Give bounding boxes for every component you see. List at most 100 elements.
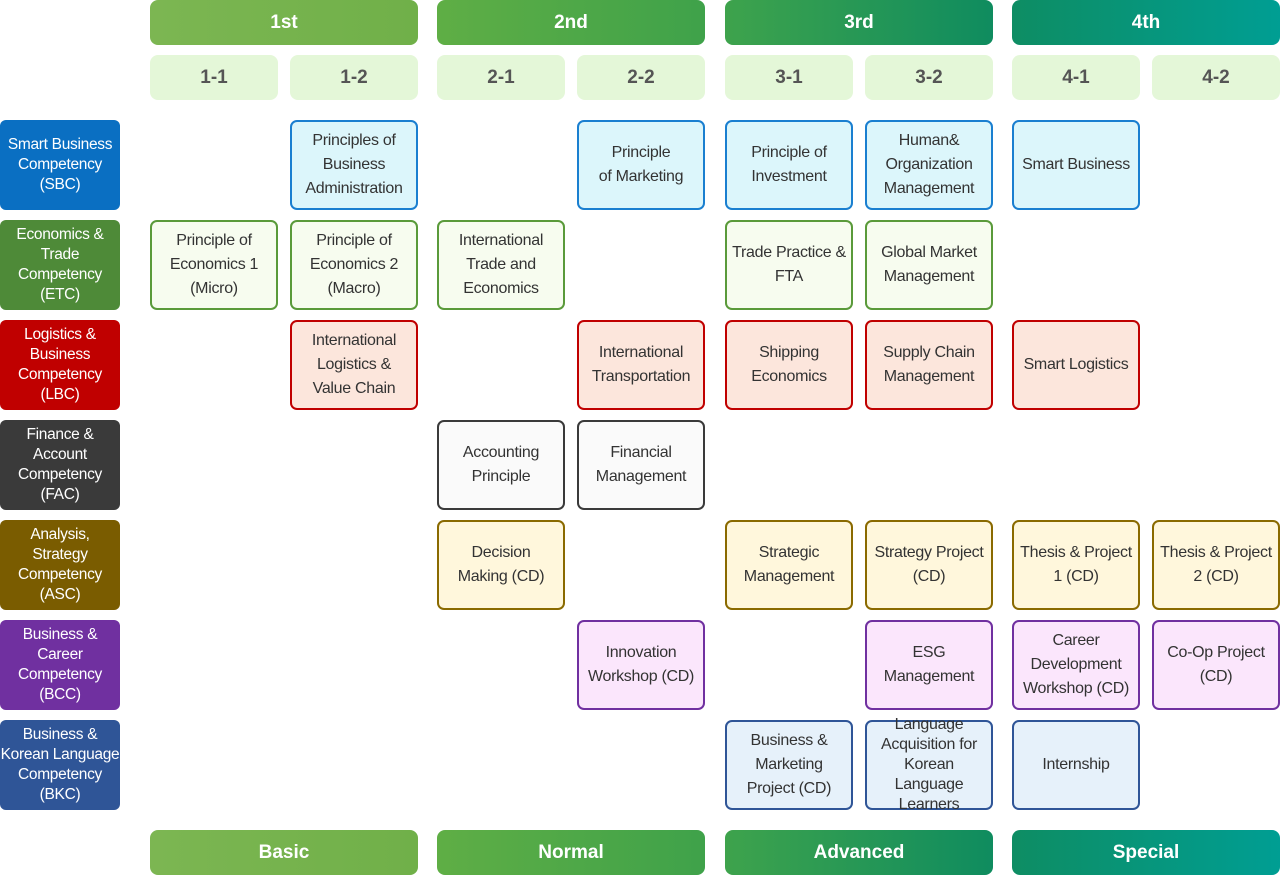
course-card[interactable]: Language Acquisition for Korean Language… bbox=[865, 716, 993, 813]
course-card[interactable]: Internship bbox=[1012, 720, 1140, 810]
course-card[interactable]: Financial Management bbox=[577, 420, 705, 510]
course-card-label: Career Development Workshop (CD) bbox=[1022, 632, 1130, 697]
course-card-label: International Logistics & Value Chain bbox=[311, 332, 397, 397]
course-card-label: Accounting Principle bbox=[462, 444, 540, 485]
year-header-3: 3rd bbox=[725, 0, 993, 45]
course-card-label: Thesis & Project 2 (CD) bbox=[1160, 544, 1272, 585]
course-card-label: Human& Organization Management bbox=[883, 132, 975, 197]
course-card[interactable]: Shipping Economics bbox=[725, 320, 853, 410]
semester-header-3-1: 3-1 bbox=[725, 55, 853, 100]
course-card[interactable]: International Transportation bbox=[577, 320, 705, 410]
semester-header-1-2: 1-2 bbox=[290, 55, 418, 100]
course-card[interactable]: Thesis & Project 1 (CD) bbox=[1012, 520, 1140, 610]
course-card[interactable]: Thesis & Project 2 (CD) bbox=[1152, 520, 1280, 610]
semester-header-4-1-label: 4-1 bbox=[1062, 66, 1090, 88]
course-card[interactable]: Co-Op Project (CD) bbox=[1152, 620, 1280, 710]
course-card[interactable]: Global Market Management bbox=[865, 220, 993, 310]
semester-header-3-2: 3-2 bbox=[865, 55, 993, 100]
year-header-2: 2nd bbox=[437, 0, 705, 45]
semester-header-4-1: 4-1 bbox=[1012, 55, 1140, 100]
level-label-advanced-label: Advanced bbox=[813, 841, 905, 863]
course-card[interactable]: International Trade and Economics bbox=[437, 220, 565, 310]
course-card-label: Innovation Workshop (CD) bbox=[587, 644, 695, 685]
competency-label-1: Smart Business Competency (SBC) bbox=[0, 120, 120, 210]
course-card-label: Decision Making (CD) bbox=[457, 544, 545, 585]
competency-label-5-label: Analysis, Strategy Competency (ASC) bbox=[17, 526, 102, 603]
competency-label-7: Business & Korean Language Competency (B… bbox=[0, 720, 120, 810]
course-card[interactable]: Principle of Investment bbox=[725, 120, 853, 210]
semester-header-2-2: 2-2 bbox=[577, 55, 705, 100]
course-card[interactable]: Supply Chain Management bbox=[865, 320, 993, 410]
year-header-4-label: 4th bbox=[1131, 11, 1161, 33]
competency-label-1-label: Smart Business Competency (SBC) bbox=[7, 136, 113, 193]
semester-header-4-2-label: 4-2 bbox=[1202, 66, 1230, 88]
course-card-label: Global Market Management bbox=[881, 244, 977, 285]
course-card-label: Language Acquisition for Korean Language… bbox=[881, 716, 977, 813]
level-label-normal: Normal bbox=[437, 830, 705, 875]
competency-label-6-label: Business & Career Competency (BCC) bbox=[17, 626, 102, 703]
competency-label-2: Economics & Trade Competency (ETC) bbox=[0, 220, 120, 310]
semester-header-1-2-label: 1-2 bbox=[340, 66, 368, 88]
course-card-label: Business & Marketing Project (CD) bbox=[746, 732, 832, 797]
level-label-basic: Basic bbox=[150, 830, 418, 875]
course-card-label: Trade Practice & FTA bbox=[732, 244, 846, 285]
competency-label-3-label: Logistics & Business Competency (LBC) bbox=[17, 326, 102, 403]
course-card[interactable]: Smart Logistics bbox=[1012, 320, 1140, 410]
course-card-label: ESG Management bbox=[883, 644, 975, 685]
competency-label-4-label: Finance & Account Competency (FAC) bbox=[17, 426, 102, 503]
year-header-1: 1st bbox=[150, 0, 418, 45]
competency-label-2-label: Economics & Trade Competency (ETC) bbox=[16, 226, 104, 303]
course-card[interactable]: Business & Marketing Project (CD) bbox=[725, 720, 853, 810]
course-card[interactable]: Principles of Business Administration bbox=[290, 120, 418, 210]
level-label-special-label: Special bbox=[1112, 841, 1180, 863]
course-card-label: International Transportation bbox=[591, 344, 691, 385]
course-card-label: International Trade and Economics bbox=[458, 232, 544, 297]
course-card[interactable]: Principle of Economics 2 (Macro) bbox=[290, 220, 418, 310]
semester-header-2-2-label: 2-2 bbox=[627, 66, 655, 88]
semester-header-1-1-label: 1-1 bbox=[200, 66, 228, 88]
level-label-advanced: Advanced bbox=[725, 830, 993, 875]
course-card[interactable]: International Logistics & Value Chain bbox=[290, 320, 418, 410]
semester-header-2-1: 2-1 bbox=[437, 55, 565, 100]
course-card-label: Principle of Investment bbox=[751, 144, 827, 185]
course-card[interactable]: Trade Practice & FTA bbox=[725, 220, 853, 310]
level-label-basic-label: Basic bbox=[258, 841, 310, 863]
course-card-label: Shipping Economics bbox=[751, 344, 827, 385]
course-card-label: Co-Op Project (CD) bbox=[1167, 644, 1265, 685]
course-card[interactable]: Strategy Project (CD) bbox=[865, 520, 993, 610]
course-card-label: Financial Management bbox=[595, 444, 687, 485]
course-card-label: Smart Logistics bbox=[1023, 356, 1129, 373]
year-header-1-label: 1st bbox=[270, 11, 298, 33]
course-card[interactable]: Accounting Principle bbox=[437, 420, 565, 510]
competency-label-6: Business & Career Competency (BCC) bbox=[0, 620, 120, 710]
course-card[interactable]: Decision Making (CD) bbox=[437, 520, 565, 610]
year-header-3-label: 3rd bbox=[844, 11, 874, 33]
course-card[interactable]: Innovation Workshop (CD) bbox=[577, 620, 705, 710]
course-card-label: Principle of Economics 2 (Macro) bbox=[309, 232, 399, 297]
course-card-label: Strategic Management bbox=[743, 544, 835, 585]
year-header-4: 4th bbox=[1012, 0, 1280, 45]
competency-label-7-label: Business & Korean Language Competency (B… bbox=[0, 726, 120, 803]
course-card[interactable]: ESG Management bbox=[865, 620, 993, 710]
course-card-label: Strategy Project (CD) bbox=[874, 544, 984, 585]
course-card-label: Principles of Business Administration bbox=[305, 132, 403, 197]
semester-header-2-1-label: 2-1 bbox=[487, 66, 515, 88]
level-label-normal-label: Normal bbox=[538, 841, 604, 863]
course-card[interactable]: Principle of Economics 1 (Micro) bbox=[150, 220, 278, 310]
course-card-label: Principle of Economics 1 (Micro) bbox=[169, 232, 259, 297]
course-card-label: Supply Chain Management bbox=[883, 344, 975, 385]
competency-label-5: Analysis, Strategy Competency (ASC) bbox=[0, 520, 120, 610]
level-label-special: Special bbox=[1012, 830, 1280, 875]
semester-header-1-1: 1-1 bbox=[150, 55, 278, 100]
semester-header-3-1-label: 3-1 bbox=[775, 66, 803, 88]
course-card[interactable]: Principle of Marketing bbox=[577, 120, 705, 210]
course-card-label: Smart Business bbox=[1022, 156, 1130, 173]
semester-header-3-2-label: 3-2 bbox=[915, 66, 943, 88]
course-card[interactable]: Human& Organization Management bbox=[865, 120, 993, 210]
course-card[interactable]: Career Development Workshop (CD) bbox=[1012, 620, 1140, 710]
competency-label-3: Logistics & Business Competency (LBC) bbox=[0, 320, 120, 410]
course-card[interactable]: Strategic Management bbox=[725, 520, 853, 610]
course-card-label: Principle of Marketing bbox=[598, 144, 684, 185]
semester-header-4-2: 4-2 bbox=[1152, 55, 1280, 100]
course-card[interactable]: Smart Business bbox=[1012, 120, 1140, 210]
